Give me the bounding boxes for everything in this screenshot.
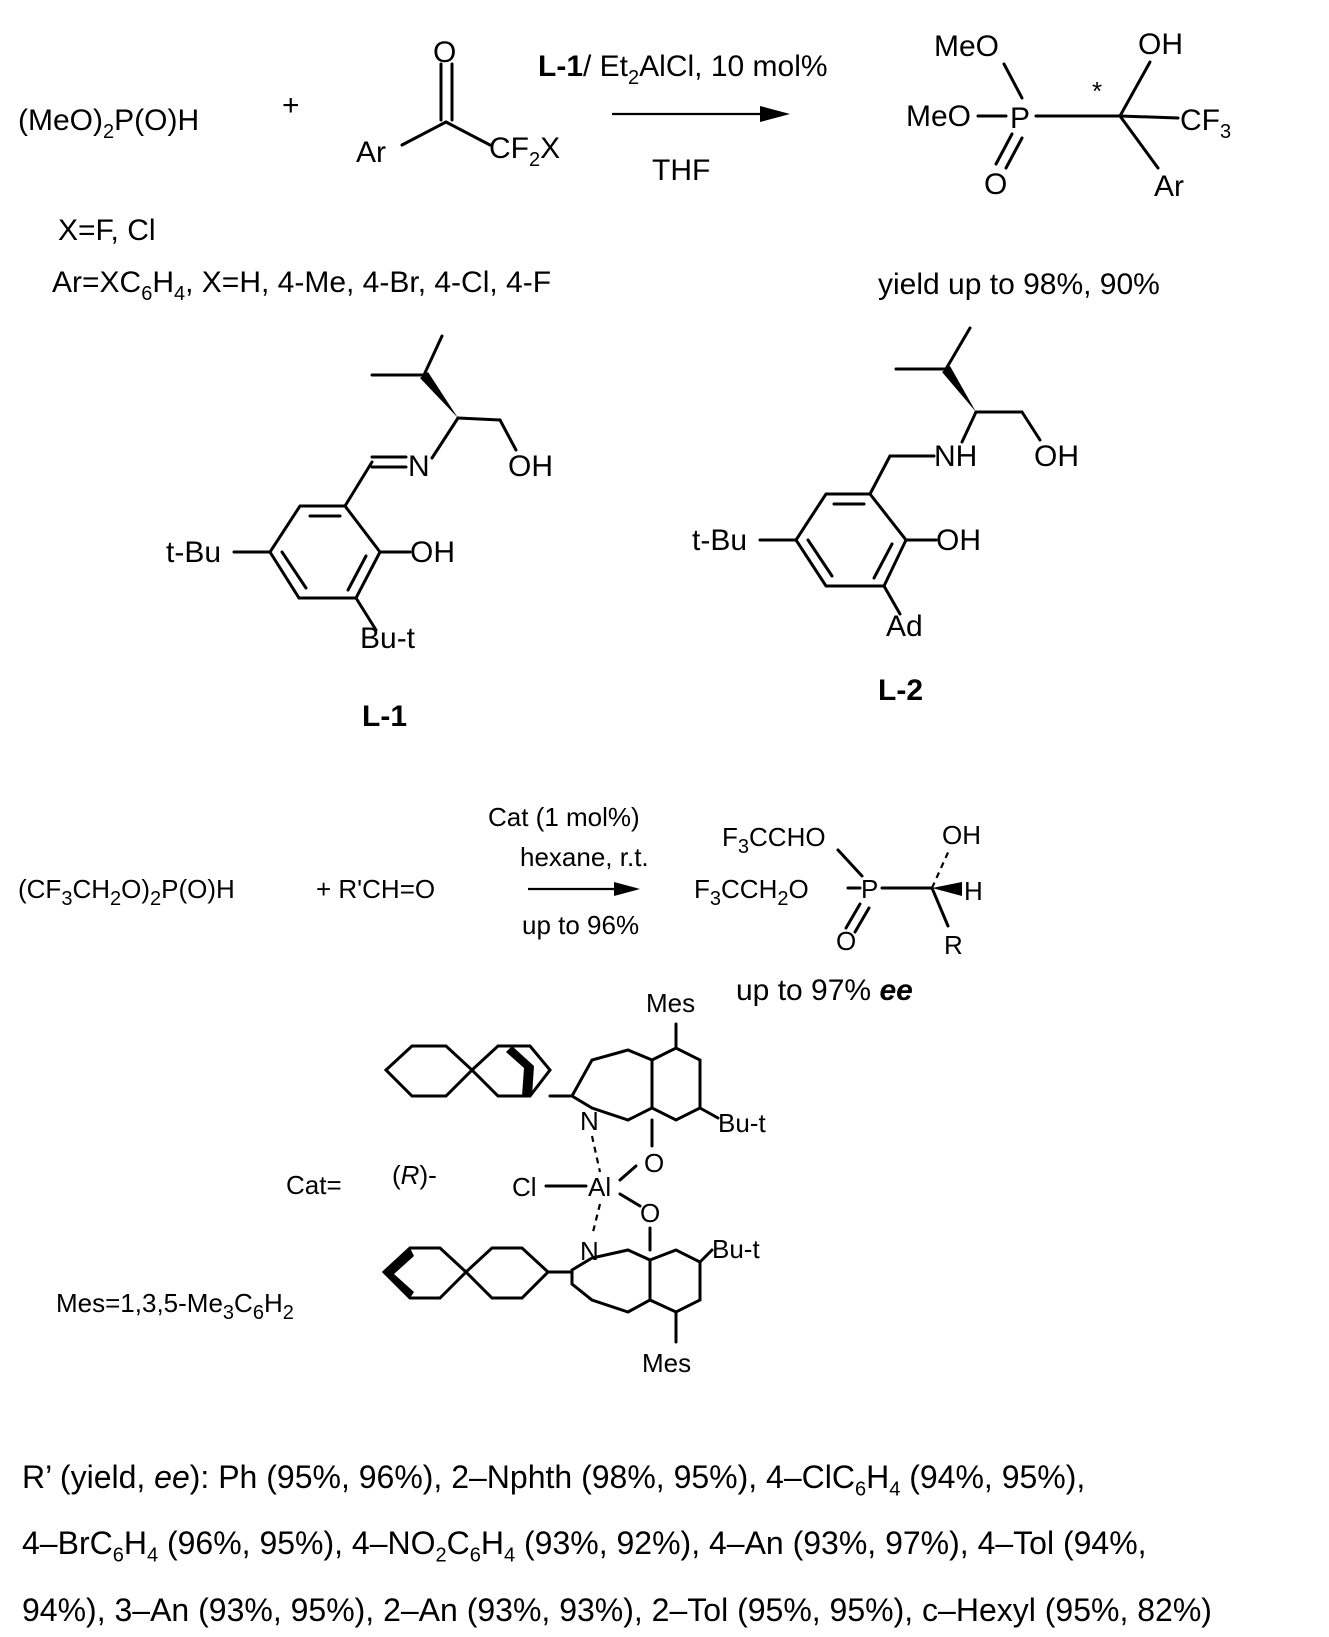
conditions-solvent: hexane, r.t. xyxy=(520,842,649,872)
o-top: O xyxy=(644,1148,664,1178)
l2-tbu: t-Bu xyxy=(692,524,747,557)
trifluoromethyl: CF3 xyxy=(1180,104,1231,143)
n-top: N xyxy=(580,1106,599,1136)
ee-text: up to 97% ee xyxy=(736,974,913,1007)
phosphoryl-oxygen: O xyxy=(984,168,1007,201)
reagent-dimethyl-phosphite: (MeO)2P(O)H xyxy=(18,104,199,143)
trifluoroethoxy-left: F3CCH2O xyxy=(694,874,809,910)
mes-top: Mes xyxy=(646,988,695,1018)
methoxy-top: MeO xyxy=(934,30,999,63)
scheme1: (MeO)2P(O)H + O Ar CF2X L-1/ Et2AlCl, 10… xyxy=(18,28,1231,305)
stereocenter-star: * xyxy=(1092,76,1102,106)
trifluoromethyl-ketone: O Ar CF2X xyxy=(356,36,560,171)
l2-label: L-2 xyxy=(878,674,923,707)
conditions-yield: up to 96% xyxy=(522,910,639,940)
conditions-bottom: THF xyxy=(652,154,710,187)
mes-bottom: Mes xyxy=(642,1348,691,1378)
methoxy-left: MeO xyxy=(906,100,971,133)
l1-but-bottom: Bu-t xyxy=(360,622,416,655)
l2-phenol-oh: OH xyxy=(936,524,981,557)
hydroxyl-2: OH xyxy=(942,820,981,850)
top-quinolinolate: Mes Bu-t N O xyxy=(383,988,766,1178)
bottom-quinolinolate: O N Bu-t Mes xyxy=(381,1198,760,1378)
ar-definition: Ar=XC6H4, X=H, 4-Me, 4-Br, 4-Cl, 4-F xyxy=(52,266,551,305)
l1-label: L-1 xyxy=(362,700,407,733)
l1-tbu-left: t-Bu xyxy=(166,536,221,569)
l2-amine-nh: NH xyxy=(934,440,977,473)
x-definition: X=F, Cl xyxy=(58,214,156,247)
ligand-l2: t-Bu OH Ad NH OH L-2 xyxy=(692,326,1079,707)
config-label: (R)- xyxy=(392,1160,437,1190)
conditions-top: L-1/ Et2AlCl, 10 mol% xyxy=(538,50,828,89)
l2-alcohol-oh: OH xyxy=(1034,440,1079,473)
scheme2: (CF3CH2O)2P(O)H + R'CH=O Cat (1 mol%) he… xyxy=(18,802,983,1007)
phosphorus-2: P xyxy=(861,874,878,904)
phosphorus: P xyxy=(1010,102,1030,135)
o-bottom: O xyxy=(640,1198,660,1228)
hydroxyl: OH xyxy=(1138,28,1183,61)
yield-text: yield up to 98%, 90% xyxy=(878,268,1160,301)
l1-imine-n: N xyxy=(408,450,430,483)
hydrogen-2: H xyxy=(964,876,983,906)
aryl-label: Ar xyxy=(356,136,386,169)
aldehyde-reagent: + R'CH=O xyxy=(316,874,435,904)
but-top: Bu-t xyxy=(718,1108,766,1138)
l1-alcohol-oh: OH xyxy=(508,450,553,483)
l1-phenol-oh: OH xyxy=(410,536,455,569)
substrate-scope-footer: R’ (yield, ee): Ph (95%, 96%), 2–Nphth (… xyxy=(22,1450,1322,1637)
plus-sign: + xyxy=(282,89,300,122)
cat-label: Cat= xyxy=(286,1170,342,1200)
phosphoryl-oxygen-2: O xyxy=(836,926,856,956)
chloride: Cl xyxy=(512,1172,537,1202)
ligand-l1: t-Bu OH Bu-t N OH L-1 xyxy=(166,334,553,733)
footer-line-2: 4–BrC6H4 (96%, 95%), 4–NO2C6H4 (93%, 92%… xyxy=(22,1525,1147,1567)
footer-line-1: R’ (yield, ee): Ph (95%, 96%), 2–Nphth (… xyxy=(22,1459,1086,1501)
conditions-catalyst: Cat (1 mol%) xyxy=(488,802,640,832)
aluminum: Al xyxy=(588,1172,611,1202)
aluminum-catalyst: Cat= (R)- Mes=1,3,5-Me3C6H2 Mes Bu-t N O… xyxy=(56,988,766,1378)
but-bottom: Bu-t xyxy=(712,1234,760,1264)
trifluoroethoxy-top: F3CCHO xyxy=(722,822,826,858)
ketone-oxygen: O xyxy=(433,36,456,69)
footer-line-3: 94%), 3–An (93%, 95%), 2–An (93%, 93%), … xyxy=(22,1591,1212,1628)
r-group: R xyxy=(944,930,963,960)
mes-definition: Mes=1,3,5-Me3C6H2 xyxy=(56,1288,294,1324)
hydroxyphosphonate-product-2: F3CCHO F3CCH2O P O OH H R xyxy=(694,820,983,960)
product-aryl: Ar xyxy=(1154,170,1184,203)
reagent-bis-trifluoroethyl-phosphite: (CF3CH2O)2P(O)H xyxy=(18,874,235,910)
n-bottom: N xyxy=(580,1236,599,1266)
l2-adamantyl: Ad xyxy=(886,610,923,643)
cf2x-label: CF2X xyxy=(489,132,560,171)
phosphonate-product-1: MeO MeO P O * OH CF3 Ar xyxy=(906,28,1231,203)
